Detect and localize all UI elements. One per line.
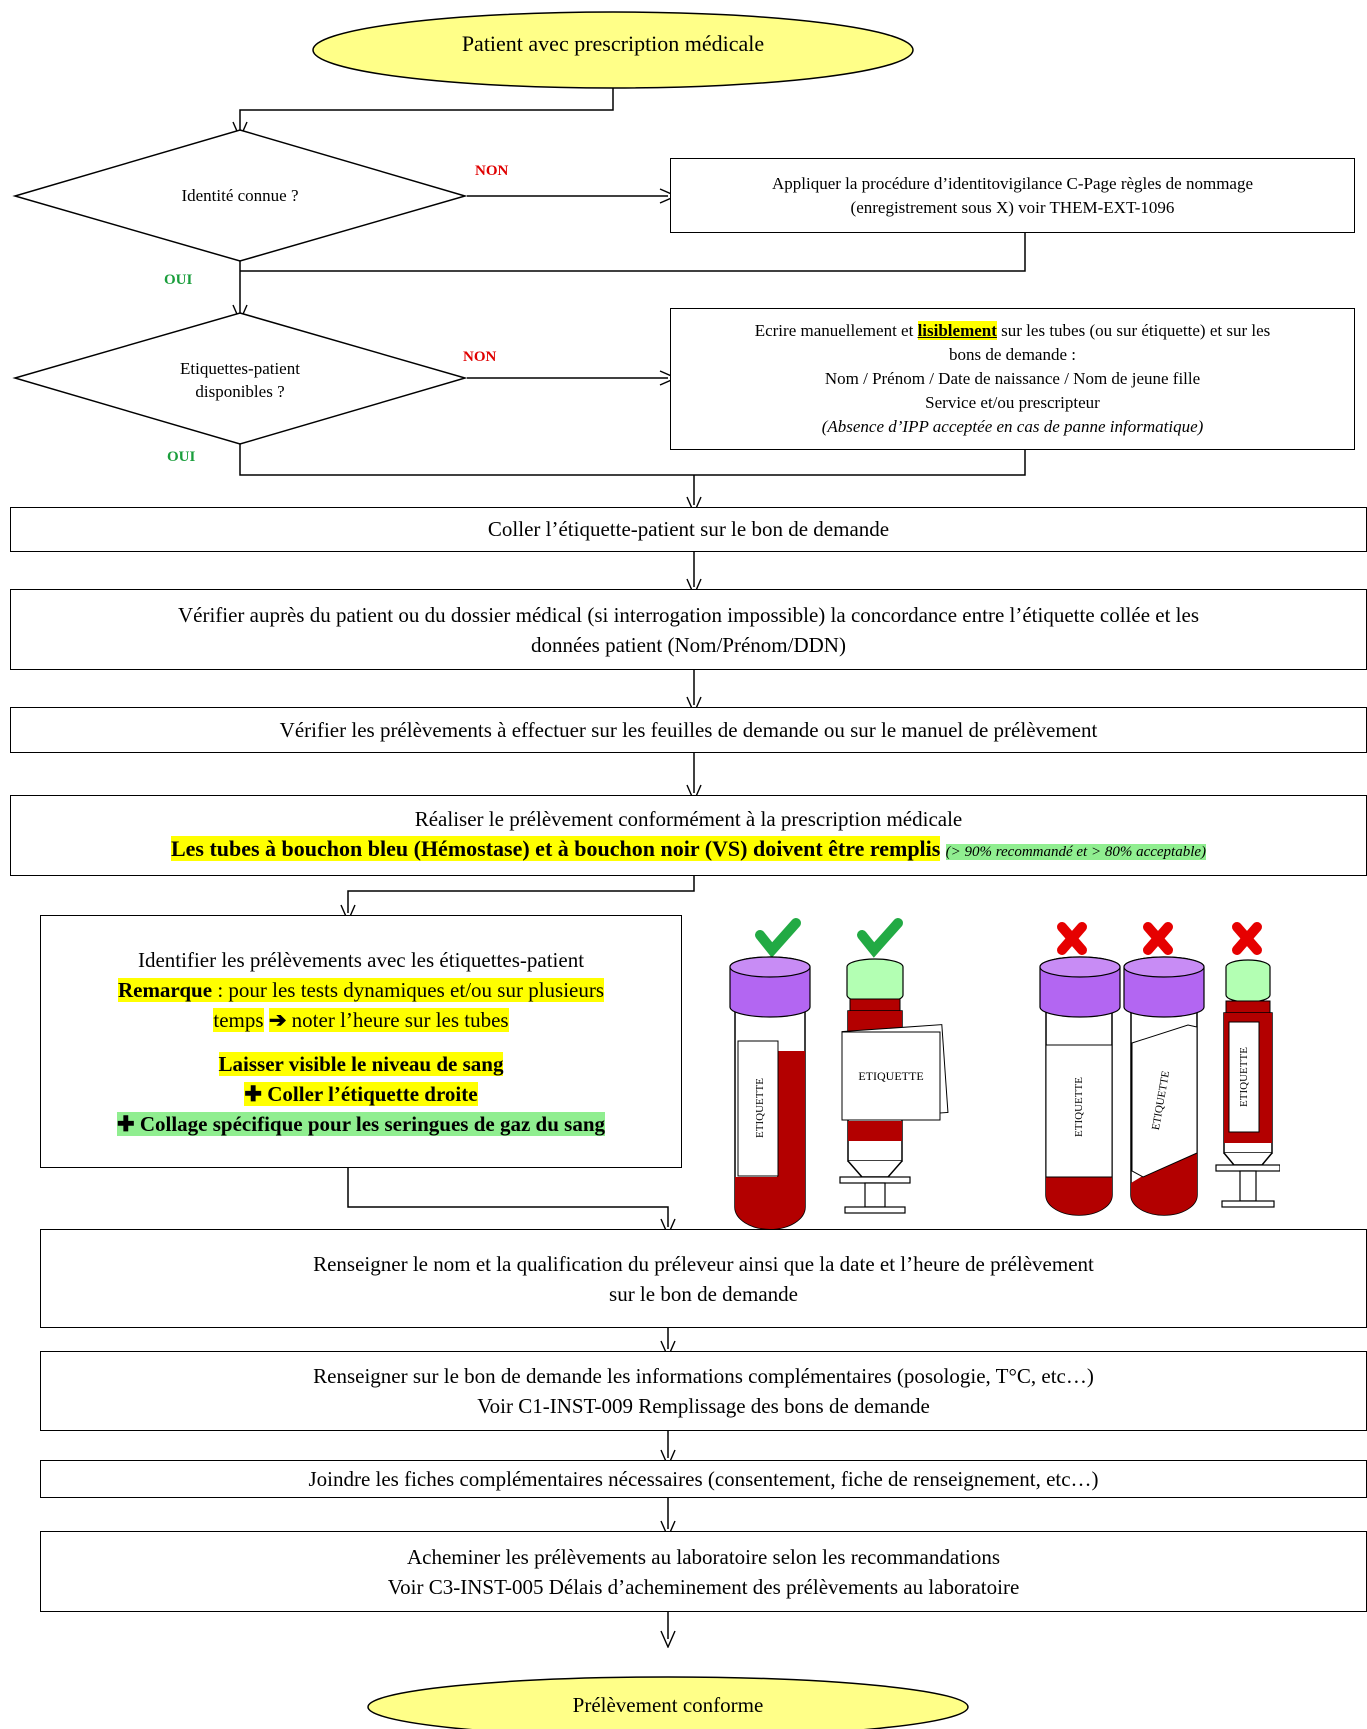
step-renseigner-infos: Renseigner sur le bon de demande les inf… [40, 1351, 1367, 1431]
end-terminator: Prélèvement conforme [572, 1693, 764, 1717]
decision2-question-line1: Etiquettes-patient [180, 359, 300, 378]
end-terminator-shape [367, 1676, 969, 1729]
step-renseigner-preleveur: Renseigner le nom et la qualification du… [40, 1229, 1367, 1328]
step-realiser-warning: Les tubes à bouchon bleu (Hémostase) et … [170, 836, 941, 861]
tube-illustration: ETIQUETTE ETIQUETTE ETIQUETTE E [729, 918, 1280, 1230]
bad-tube-purple-1: ETIQUETTE [1039, 956, 1121, 1216]
connector [348, 876, 695, 913]
good-tube-purple: ETIQUETTE [729, 956, 811, 1230]
connector [694, 450, 1026, 476]
connector [347, 1168, 668, 1227]
step-renseigner-infos-line1: Renseigner sur le bon de demande les inf… [313, 1364, 1094, 1388]
step-verifier-concordance: Vérifier auprès du patient ou du dossier… [10, 589, 1367, 670]
manual-label-line5: (Absence d’IPP acceptée en cas de panne … [821, 417, 1204, 436]
step-realiser-line1: Réaliser le prélèvement conformément à l… [414, 807, 963, 831]
step-realiser: Réaliser le prélèvement conformément à l… [10, 795, 1367, 876]
connector [240, 232, 1026, 272]
manual-label-box: Ecrire manuellement et lisiblement sur l… [670, 308, 1355, 450]
step-identifier-remark-line2-pre: temps [213, 1007, 264, 1032]
manual-label-line4: Service et/ou prescripteur [925, 393, 1100, 412]
step-identifier-remark-label: Remarque [117, 977, 213, 1002]
step-joindre-text: Joindre les fiches complémentaires néces… [308, 1466, 1099, 1491]
step-identifier-remark-line2-post: noter l’heure sur les tubes [286, 1007, 509, 1032]
decision2-question-line2: disponibles ? [195, 382, 285, 401]
identitovigilance-box: Appliquer la procédure d’identitovigilan… [670, 158, 1355, 233]
identitovigilance-line1: Appliquer la procédure d’identitovigilan… [771, 173, 1254, 193]
step-verifier-concordance-line2: données patient (Nom/Prénom/DDN) [531, 632, 846, 657]
tube-label: ETIQUETTE [1238, 1047, 1250, 1107]
step-realiser-note: (> 90% recommandé et > 80% acceptable) [945, 844, 1207, 860]
decision2-yes-label: OUI [167, 449, 196, 465]
step-renseigner-preleveur-line2: sur le bon de demande [609, 1281, 798, 1306]
start-terminator-shape [312, 11, 914, 89]
tube-label: ETIQUETTE [858, 1069, 923, 1083]
step-verifier-concordance-line1: Vérifier auprès du patient ou du dossier… [177, 602, 1200, 627]
decision1-shape [12, 129, 468, 262]
manual-label-line3: Nom / Prénom / Date de naissance / Nom d… [824, 369, 1201, 388]
step-verifier-prelevements-text: Vérifier les prélèvements à effectuer su… [279, 717, 1098, 742]
manual-label-line1-post: sur les tubes (ou sur étiquette) et sur … [1001, 321, 1271, 340]
step-identifier-bullet1: Laisser visible le niveau de sang [218, 1051, 504, 1076]
step-identifier-remark-text: : pour les tests dynamiques et/ou sur pl… [212, 977, 605, 1002]
decision1-question: Identité connue ? [181, 186, 299, 205]
step-joindre: Joindre les fiches complémentaires néces… [40, 1460, 1367, 1498]
cross-icon [1143, 922, 1173, 955]
step-acheminer-line1: Acheminer les prélèvements au laboratoir… [406, 1544, 1001, 1569]
cross-icon [1057, 922, 1087, 955]
arrow-right-icon: ➔ [268, 1007, 287, 1032]
step-renseigner-infos-line2: Voir C1-INST-009 Remplissage des bons de… [477, 1394, 930, 1418]
connector [239, 444, 694, 476]
decision2-no-label: NON [463, 349, 497, 365]
manual-label-line1-pre: Ecrire manuellement et [754, 321, 914, 340]
step-coller-text: Coller l’étiquette-patient sur le bon de… [487, 517, 890, 541]
step-acheminer: Acheminer les prélèvements au laboratoir… [40, 1531, 1367, 1612]
decision2-question: Etiquettes-patient disponibles ? [90, 357, 390, 403]
step-identifier: Identifier les prélèvements avec les éti… [40, 915, 682, 1168]
manual-label-line2: bons de demande : [949, 345, 1076, 364]
check-icon [755, 918, 801, 958]
start-terminator: Patient avec prescription médicale [461, 31, 765, 56]
identitovigilance-line2: (enregistrement sous X) voir THEM-EXT-10… [850, 197, 1175, 217]
check-icon [857, 918, 903, 958]
decision1-yes-label: OUI [164, 272, 193, 288]
step-verifier-prelevements: Vérifier les prélèvements à effectuer su… [10, 707, 1367, 753]
tube-label: ETIQUETTE [1073, 1077, 1085, 1137]
step-coller: Coller l’étiquette-patient sur le bon de… [10, 507, 1367, 552]
decision2-shape [12, 312, 468, 445]
manual-label-emphasis: lisiblement [917, 321, 997, 340]
bad-tube-purple-2: ETIQUETTE [1123, 956, 1205, 1216]
tube-label: ETIQUETTE [754, 1078, 766, 1138]
step-renseigner-preleveur-line1: Renseigner le nom et la qualification du… [313, 1251, 1094, 1276]
step-identifier-bullet2: ✚ Coller l’étiquette droite [244, 1081, 478, 1106]
decision1-no-label: NON [475, 163, 509, 179]
step-identifier-bullet3: ✚ Collage spécifique pour les seringues … [117, 1111, 605, 1136]
step-identifier-line1: Identifier les prélèvements avec les éti… [137, 947, 585, 972]
connector [240, 88, 614, 130]
good-syringe: ETIQUETTE [839, 958, 949, 1214]
bad-syringe: ETIQUETTE [1215, 959, 1280, 1208]
cross-icon [1232, 922, 1262, 955]
step-acheminer-line2: Voir C3-INST-005 Délais d’acheminement d… [387, 1574, 1020, 1599]
